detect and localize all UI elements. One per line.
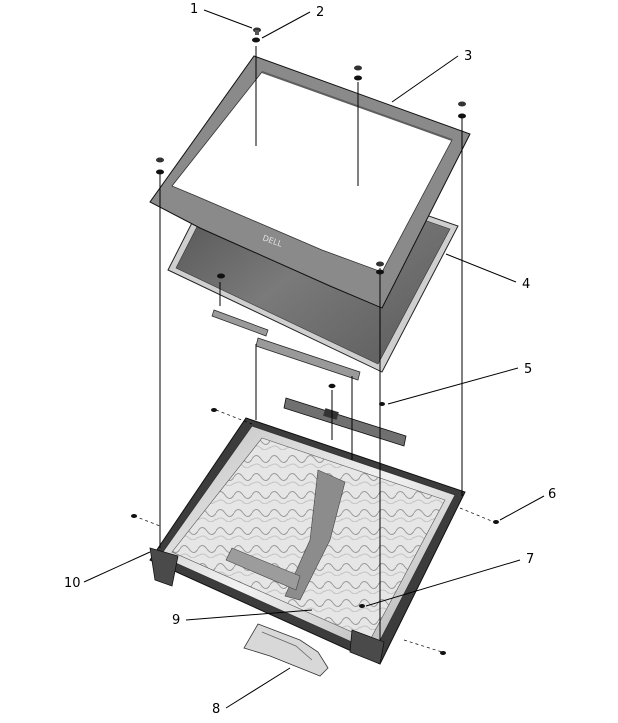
- screw-icon: [493, 520, 499, 524]
- callout-9: 9: [172, 613, 180, 628]
- screw-icon: [440, 651, 446, 655]
- alignment-guides: [133, 46, 495, 653]
- callout-4: 4: [522, 277, 530, 292]
- display-bezel: DELL: [149, 55, 471, 309]
- callout-1: 1: [190, 2, 198, 17]
- callout-10: 10: [64, 576, 81, 591]
- screw-icon: [458, 101, 466, 119]
- screw-icon: [131, 514, 137, 518]
- screw-icon: [354, 65, 362, 81]
- callouts: 1 2 3 4 5 6 7 8 9 10: [64, 2, 556, 717]
- callout-8: 8: [212, 702, 220, 717]
- screw-icon: [211, 408, 217, 412]
- screw-icon: [359, 604, 365, 608]
- inverter-board: [283, 397, 407, 447]
- leader-lines: [83, 9, 545, 709]
- screw-icon: [328, 383, 336, 389]
- callout-3: 3: [464, 49, 472, 64]
- display-cable: [243, 623, 329, 677]
- screws: [131, 27, 499, 655]
- screw-icon: [217, 273, 225, 279]
- screw-icon: [253, 27, 261, 35]
- callout-6: 6: [548, 487, 556, 502]
- screw-icon: [252, 37, 260, 43]
- screw-icon: [379, 402, 385, 406]
- screw-icon: [156, 157, 164, 175]
- screw-icon: [376, 261, 384, 275]
- display-back-cover: [149, 417, 466, 665]
- callout-5: 5: [524, 362, 532, 377]
- callout-7: 7: [526, 552, 534, 567]
- callout-2: 2: [316, 5, 324, 20]
